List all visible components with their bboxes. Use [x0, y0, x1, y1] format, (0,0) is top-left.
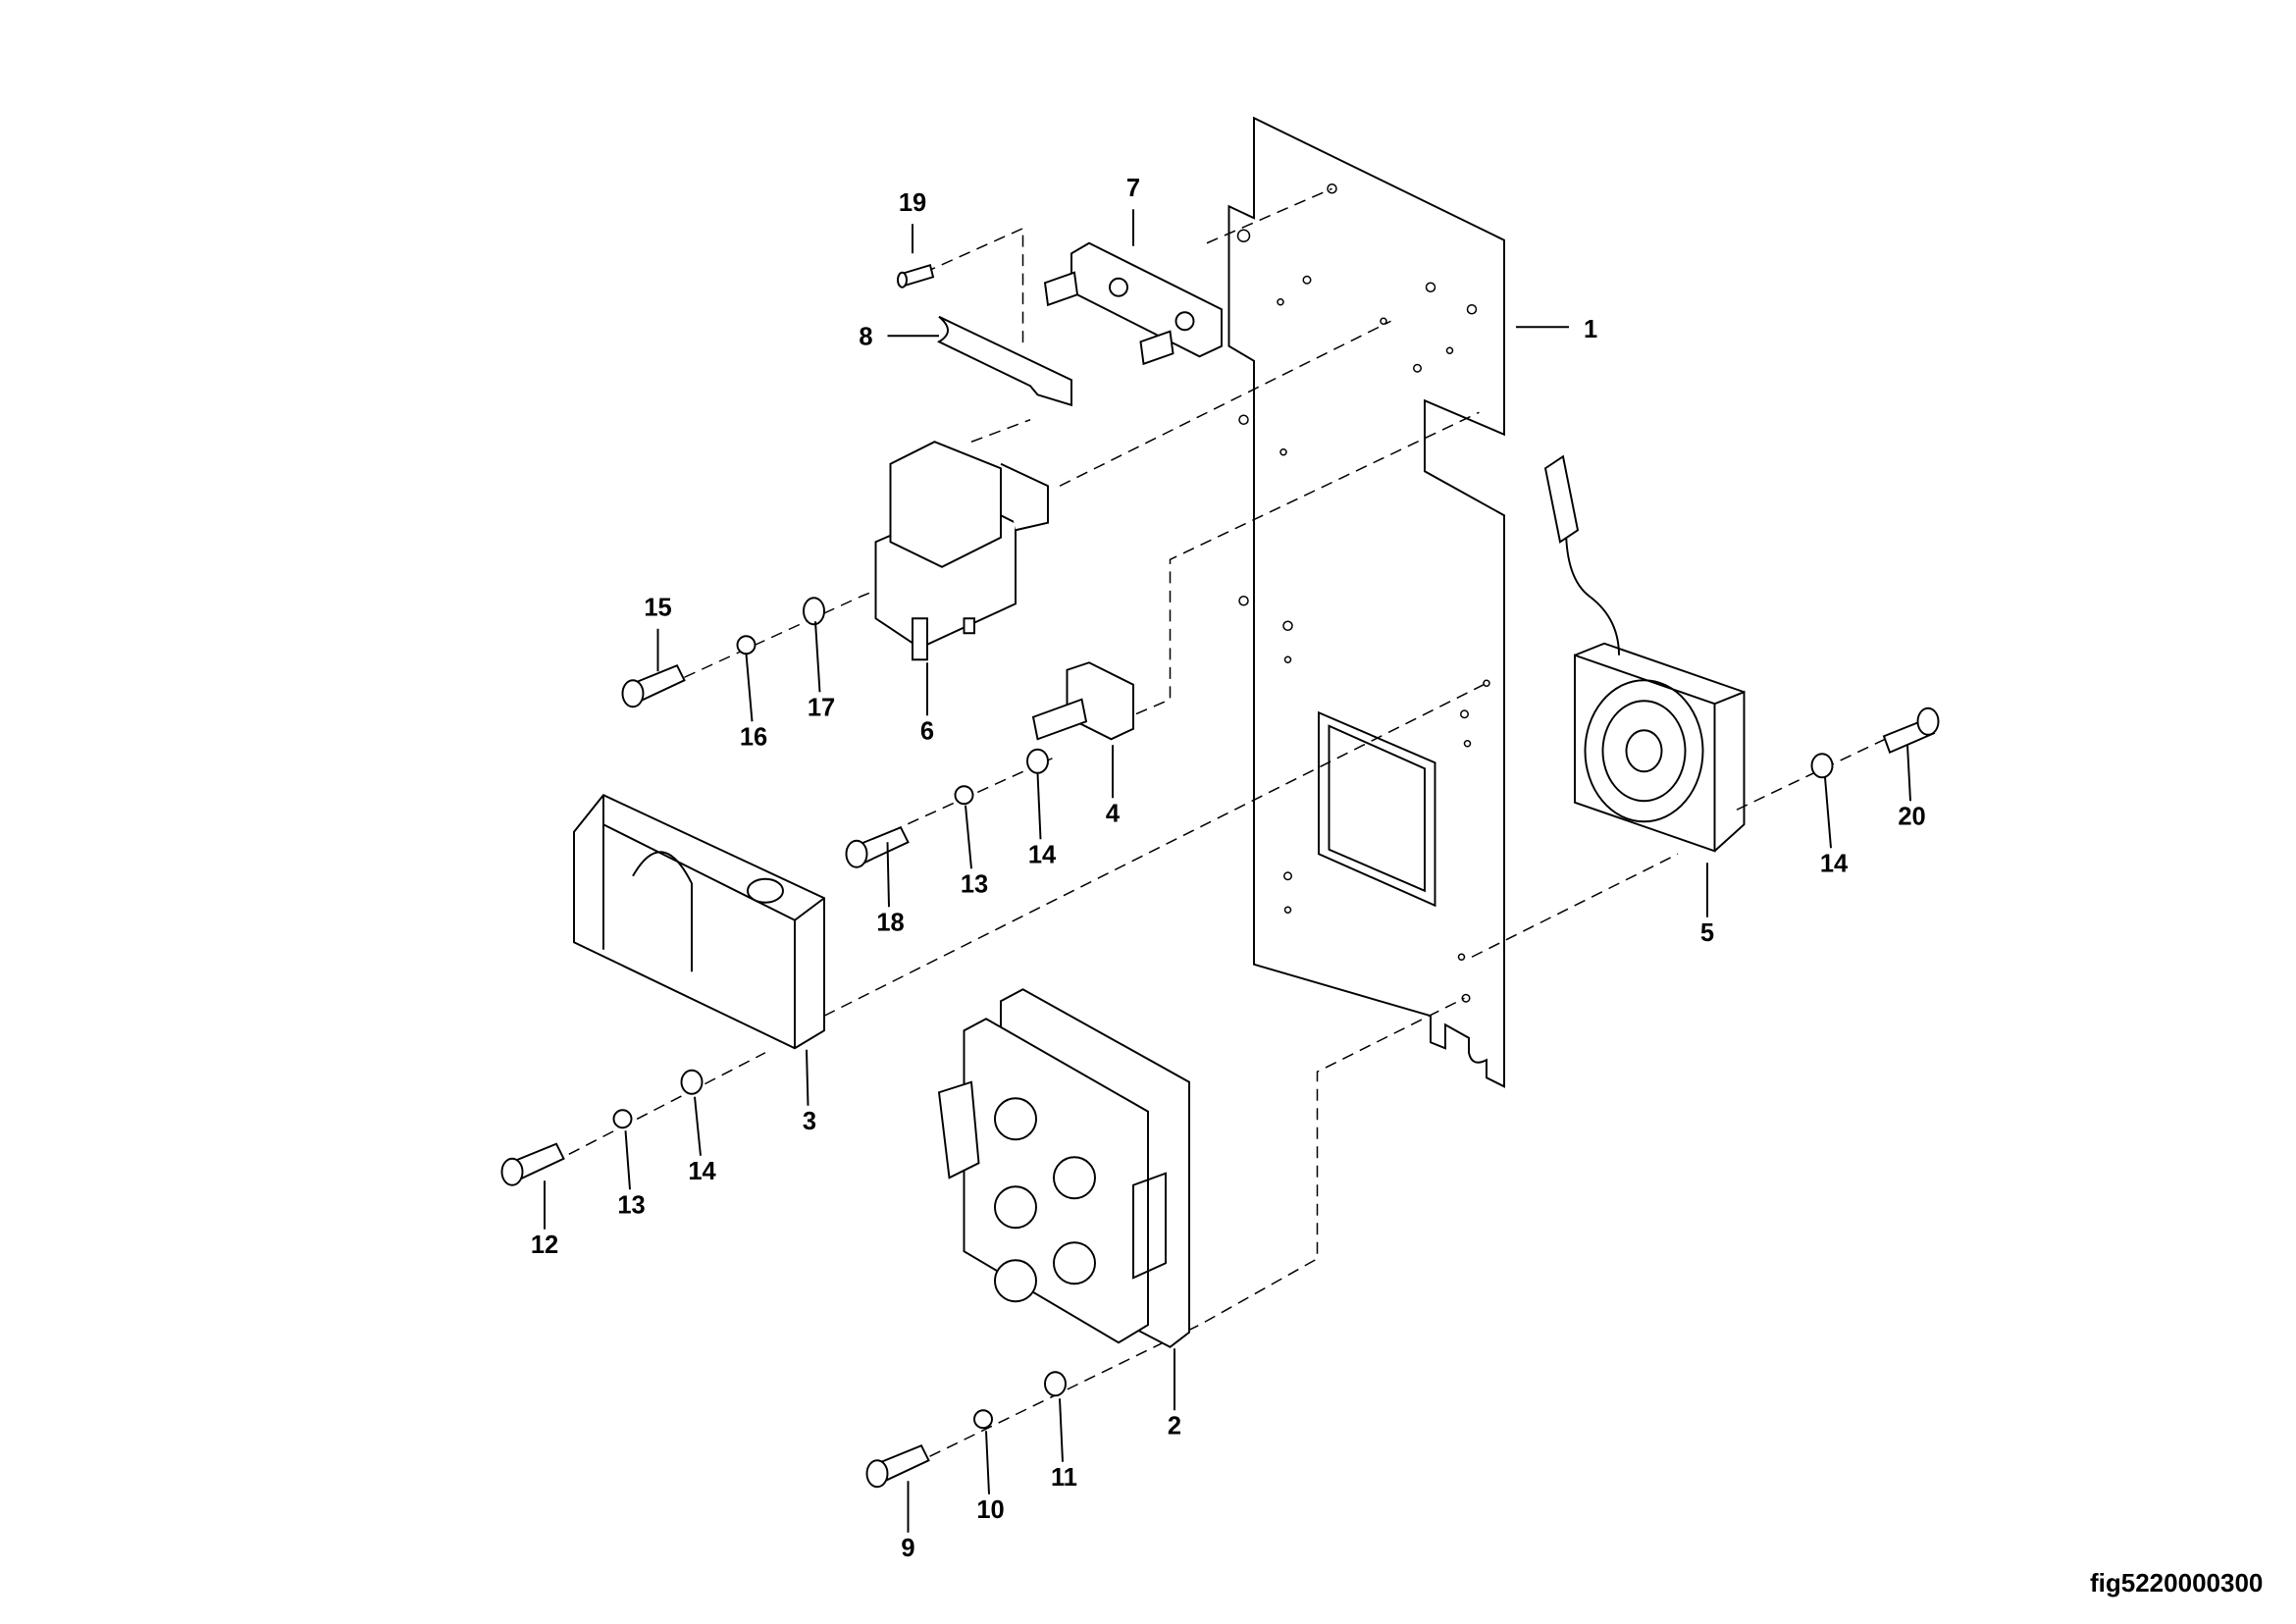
fuse-part-8	[936, 315, 1072, 407]
callout-label: 13	[617, 1191, 645, 1219]
fuse-holder-part-7	[1043, 241, 1223, 366]
washer-part-11	[1044, 1371, 1067, 1397]
callout-label: 15	[644, 594, 671, 621]
washer-part-16	[736, 635, 757, 655]
screw-part-15	[621, 664, 686, 708]
callout-label: 12	[531, 1231, 558, 1259]
callout-leader	[1036, 772, 1042, 840]
callout-label: 3	[803, 1108, 816, 1135]
callout-label: 14	[1820, 850, 1849, 877]
callout-label: 17	[808, 694, 835, 721]
screw-part-18	[845, 826, 910, 868]
screw-part-9	[865, 1444, 930, 1489]
callout-label: 13	[961, 870, 988, 898]
washer-part-14a	[1026, 748, 1049, 774]
callout-label: 20	[1898, 803, 1925, 830]
screw-part-19	[897, 264, 935, 288]
controller-part-3	[573, 794, 825, 1050]
callout-label: 4	[1106, 800, 1121, 827]
callout-leader	[1824, 777, 1832, 849]
fan-part-5	[1543, 454, 1746, 853]
callout-labels: 19 7 8 1 15 17 16 6 4 14 13 18 5 14 20 3 14 13 12 2 11 10 9	[531, 175, 1926, 1562]
callout-label: 16	[740, 723, 767, 751]
callout-label: 1	[1584, 316, 1597, 343]
callout-leader	[814, 621, 821, 693]
motor-controller-part-2	[937, 988, 1190, 1348]
callout-leader	[886, 842, 890, 908]
callout-leader	[1059, 1398, 1064, 1462]
terminal-part-4	[1031, 661, 1134, 741]
callout-leader	[694, 1096, 702, 1156]
callout-leader	[806, 1049, 809, 1106]
callout-leader	[624, 1130, 631, 1190]
callout-leader	[1906, 745, 1911, 802]
callout-label: 6	[920, 717, 934, 745]
washer-part-14c	[1810, 753, 1834, 779]
callout-leader	[745, 654, 754, 722]
callout-label: 18	[876, 909, 904, 936]
washer-part-17	[803, 597, 825, 626]
mounting-plate-part-1	[1227, 116, 1505, 1088]
callout-label: 10	[976, 1496, 1004, 1524]
figure-id: fig5220000300	[2090, 1568, 2264, 1598]
callout-label: 8	[859, 323, 872, 350]
washer-part-13b	[612, 1109, 633, 1129]
callout-label: 2	[1168, 1412, 1181, 1440]
callout-label: 14	[1028, 841, 1057, 868]
callout-label: 9	[901, 1535, 914, 1562]
callout-leader	[985, 1431, 990, 1494]
screw-part-12	[500, 1142, 565, 1186]
contactor-part-6	[874, 441, 1049, 661]
washer-part-13a	[954, 785, 974, 806]
washer-part-10	[973, 1409, 993, 1430]
callout-leader	[965, 805, 972, 869]
callout-label: 11	[1051, 1464, 1077, 1492]
callout-label: 7	[1126, 175, 1140, 202]
washer-part-14b	[680, 1069, 704, 1095]
screw-part-20	[1882, 707, 1940, 755]
callout-label: 14	[688, 1158, 716, 1185]
callout-label: 19	[899, 189, 926, 217]
callout-label: 5	[1700, 919, 1714, 947]
